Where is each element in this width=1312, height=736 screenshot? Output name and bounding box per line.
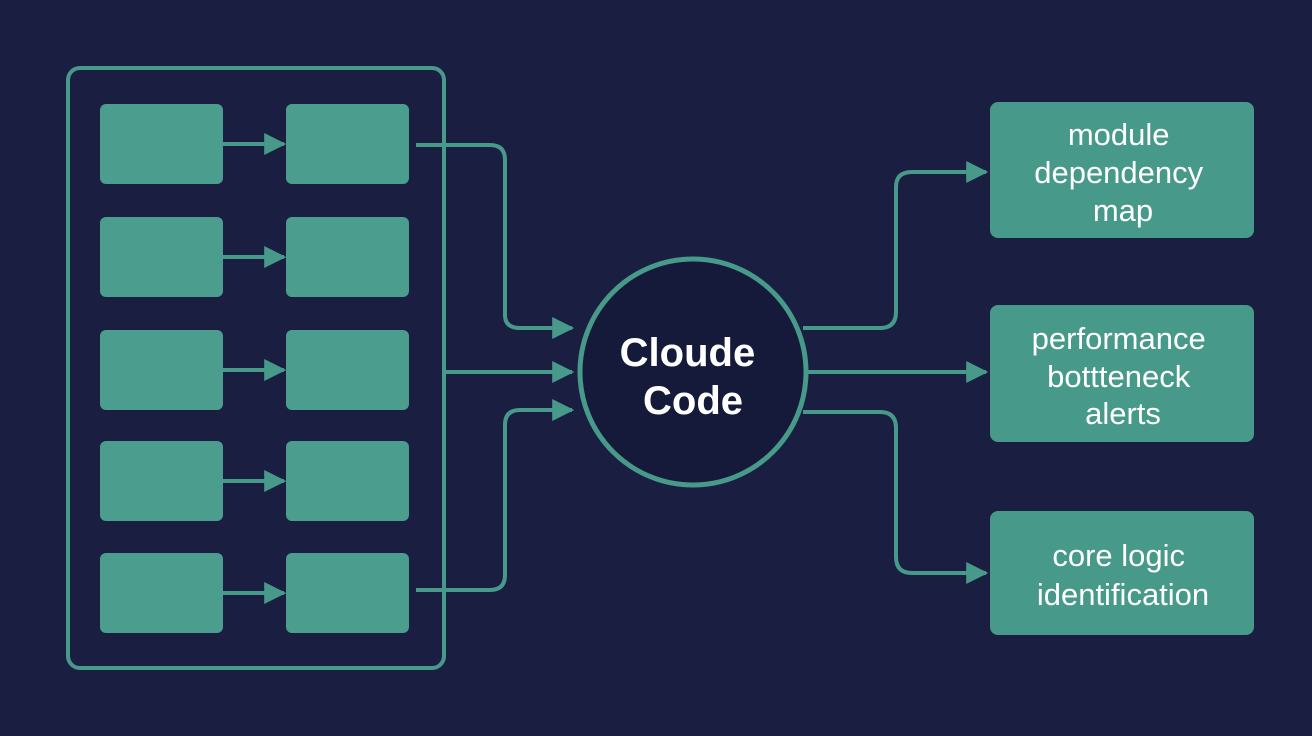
input-block-3-a [100,330,223,410]
input-row-3 [100,330,409,410]
input-block-1-b [286,104,409,184]
input-container [66,66,446,670]
hub-label-line-1: Cloude [620,331,756,375]
output-dependency-map-line-1: module [1068,117,1170,152]
input-row-4 [100,441,409,521]
connector-bottom-to-hub [416,399,575,592]
input-row-2 [100,217,409,297]
input-block-1-a [100,104,223,184]
output-bottleneck-alerts-box [990,305,1254,442]
output-bottleneck-alerts-line-3: alerts [1085,396,1161,431]
input-block-2-a [100,217,223,297]
connector-hub-to-core-logic [803,410,989,584]
output-dependency-map-line-2: dependency [1034,155,1203,190]
input-block-4-a [100,441,223,521]
output-core-logic: core logic identification [990,511,1254,635]
input-row-5 [100,553,409,633]
output-bottleneck-alerts-line-2: bottteneck [1047,359,1191,394]
input-block-3-b [286,330,409,410]
svg-text:performance bottteneck: performance bottteneck alerts [1032,321,1215,431]
output-bottleneck-alerts-line-1: performance [1032,321,1206,356]
hub-label-line-2: Code [643,379,743,423]
input-row-1 [100,104,409,184]
svg-text:module dependency: module dependency map [1034,117,1212,228]
output-dependency-map-line-3: map [1093,193,1153,228]
input-block-2-b [286,217,409,297]
output-core-logic-box [990,511,1254,635]
connector-top-to-hub [416,143,575,339]
input-block-5-b [286,553,409,633]
output-dependency-map-box [990,102,1254,238]
input-block-4-b [286,441,409,521]
output-core-logic-line-2: identification [1037,577,1209,612]
output-bottleneck-alerts: performance bottteneck alerts [990,305,1254,442]
svg-text:core logic identificatio: core logic identification [1037,538,1209,612]
output-core-logic-line-1: core logic [1052,538,1185,573]
svg-text:Cloude Code: Cloude Code [620,331,767,423]
input-connectors [416,143,575,592]
input-block-5-a [100,553,223,633]
connector-hub-to-dependency-map [803,161,989,330]
input-block-rows [100,104,409,633]
output-dependency-map: module dependency map [990,102,1254,238]
output-connectors [803,161,989,584]
